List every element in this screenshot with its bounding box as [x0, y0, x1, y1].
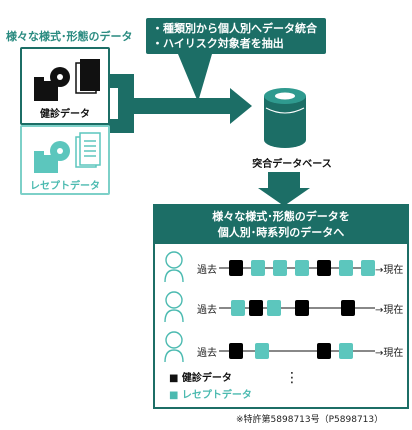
row-2-block-2 [249, 300, 263, 316]
row-1-timeline [219, 260, 375, 276]
disc-icon [50, 141, 70, 161]
rece-label: レセプトデータ [30, 181, 100, 192]
panel-title-line-1: 様々な様式･形態のデータを [212, 210, 350, 223]
row-2-now: →現在 [375, 305, 404, 316]
ellipsis-icon: ⋮ [285, 370, 299, 386]
kenshin-icons [34, 59, 100, 101]
row-3-block-4 [339, 343, 353, 359]
panel-header: 様々な様式･形態のデータを 個人別･時系列のデータへ [155, 206, 407, 244]
left-title: 様々な様式･形態のデータ [6, 30, 133, 43]
document-icon [75, 132, 101, 168]
row-2-block-1 [231, 300, 245, 316]
timeline-panel: 様々な様式･形態のデータを 個人別･時系列のデータへ 過去 →現在 過去 →現在 [153, 204, 409, 409]
row-3-block-3 [317, 343, 331, 359]
row-3-timeline [219, 343, 375, 359]
row-2-block-4 [295, 300, 309, 316]
db-to-panel-arrow [258, 172, 310, 206]
callout-pointer [178, 54, 212, 102]
row-1-block-2 [251, 260, 265, 276]
merge-arrow [118, 88, 252, 124]
row-1-now: →現在 [375, 265, 404, 276]
row-2-block-5 [341, 300, 355, 316]
person-icon [164, 251, 184, 283]
folder-icon [34, 77, 58, 101]
disc-icon [50, 67, 70, 87]
kenshin-data-box: 健診データ [20, 47, 110, 125]
row-1-block-6 [339, 260, 353, 276]
rece-icons [34, 132, 101, 173]
row-2-past: 過去 [197, 305, 217, 316]
row-1-past: 過去 [197, 265, 217, 276]
integration-callout: ・種類別から個人別へデータ統合 ・ハイリスク対象者を抽出 [146, 18, 326, 54]
row-1-block-3 [273, 260, 287, 276]
patent-footnote: ※特許第5898713号（P5898713） [236, 415, 384, 425]
legend-rece: ■ レセプトデータ [169, 390, 252, 401]
person-icon [164, 331, 184, 363]
callout-line-2: ・ハイリスク対象者を抽出 [152, 37, 284, 50]
row-3-now: →現在 [375, 348, 404, 359]
row-1-block-1 [229, 260, 243, 276]
document-icon [75, 59, 100, 94]
database-icon [264, 88, 306, 148]
row-3-block-1 [229, 343, 243, 359]
callout-line-1: ・種類別から個人別へデータ統合 [152, 22, 317, 35]
panel-title-line-2: 個人別･時系列のデータへ [217, 226, 345, 239]
row-2-block-3 [267, 300, 281, 316]
person-icon [164, 291, 184, 323]
folder-icon [34, 151, 58, 173]
database-label: 突合データベース [252, 159, 332, 170]
row-3-past: 過去 [197, 348, 217, 359]
rece-data-box: レセプトデータ [20, 125, 110, 195]
row-1-block-7 [361, 260, 375, 276]
row-2-timeline [219, 300, 375, 316]
row-1-block-5 [317, 260, 331, 276]
kenshin-label: 健診データ [40, 109, 90, 120]
row-1-block-4 [295, 260, 309, 276]
row-3-block-2 [255, 343, 269, 359]
legend-kenshin: ■ 健診データ [169, 373, 232, 384]
